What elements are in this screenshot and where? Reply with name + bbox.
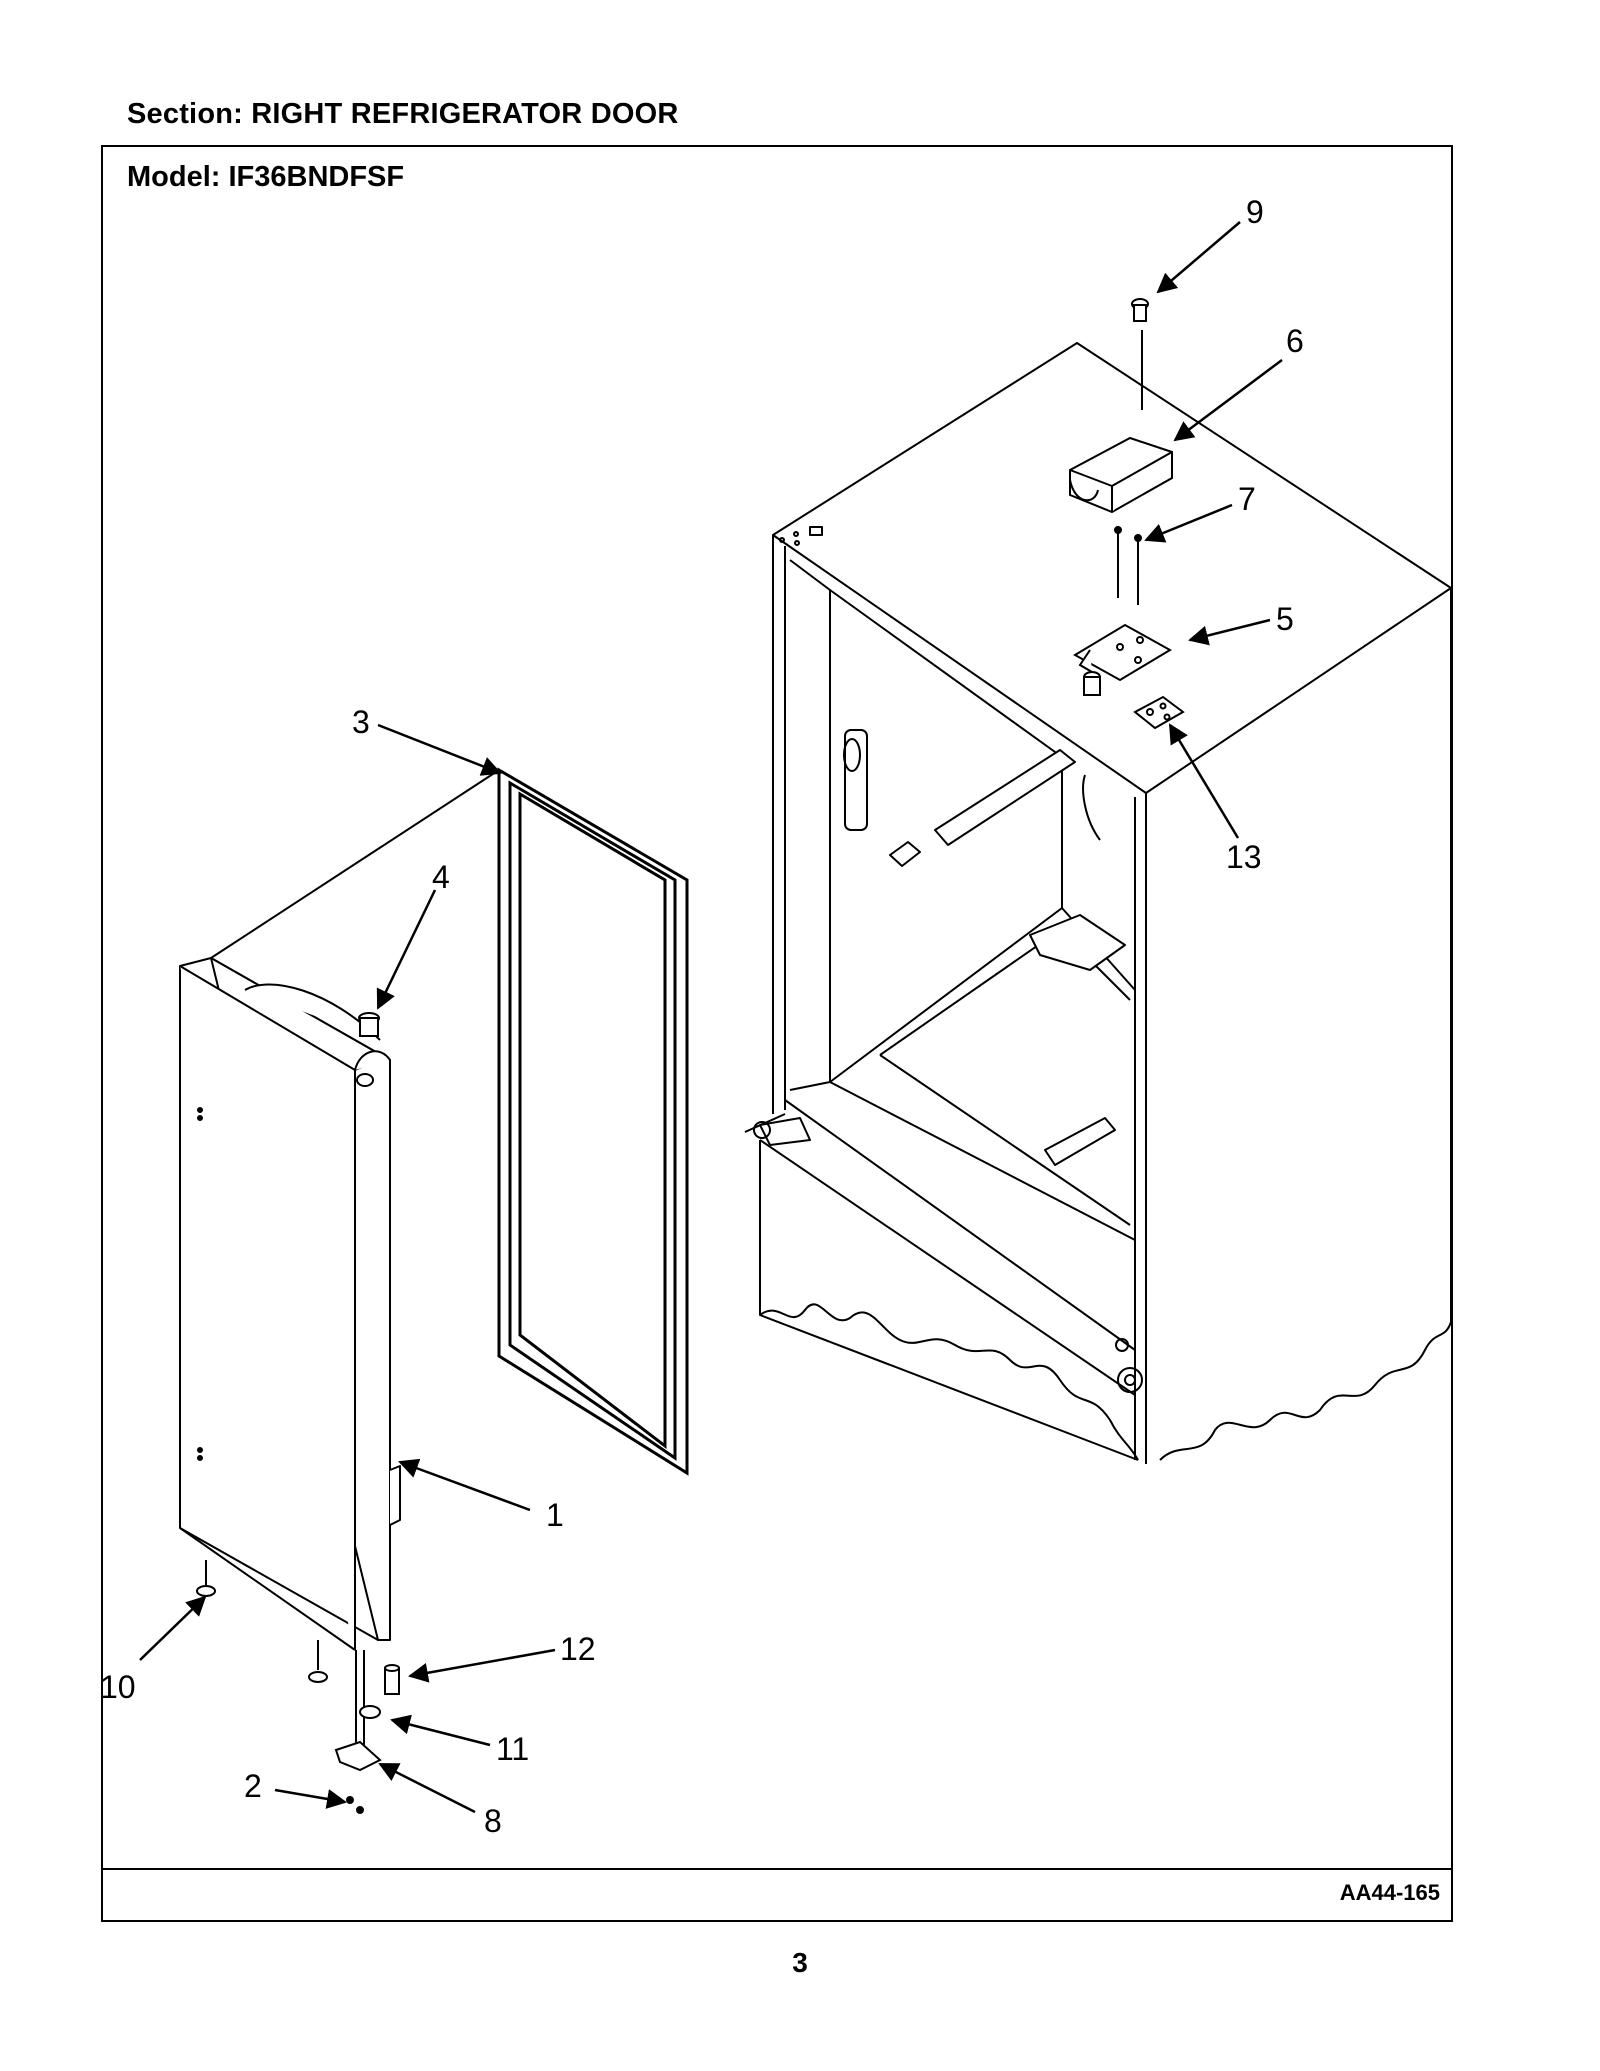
callout-4: 4 [432, 859, 450, 895]
callout-9: 9 [1246, 194, 1264, 230]
bottom-hinge-parts [196, 1560, 400, 1814]
top-hinge [1073, 623, 1172, 696]
section-title: Section: RIGHT REFRIGERATOR DOOR [127, 98, 679, 130]
hinge-shim [1133, 695, 1185, 730]
page-number: 3 [792, 1947, 808, 1978]
door-gasket [497, 767, 689, 1476]
callout-3: 3 [352, 704, 370, 740]
footer-divider [101, 1868, 1453, 1870]
callout-1: 1 [546, 1497, 564, 1533]
callout-10: 10 [100, 1669, 136, 1705]
callout-6: 6 [1286, 323, 1304, 359]
hinge-screw [1131, 298, 1149, 410]
refrigerator-door [179, 957, 401, 1651]
model-title: Model: IF36BNDFSF [127, 161, 405, 193]
callout-arrows [139, 221, 1283, 1814]
callout-5: 5 [1276, 601, 1294, 637]
callout-8: 8 [484, 1803, 502, 1839]
drawing-id: AA44-165 [1339, 1880, 1440, 1905]
callout-2: 2 [244, 1768, 262, 1804]
callout-13: 13 [1226, 839, 1262, 875]
top-hinge-cover [1069, 436, 1173, 514]
callout-11: 11 [496, 1731, 529, 1767]
hinge-plug-top [358, 1012, 380, 1037]
hinge-screws [1114, 526, 1142, 605]
callout-12: 12 [560, 1631, 596, 1667]
callout-7: 7 [1238, 481, 1256, 517]
refrigerator-cabinet [744, 342, 1452, 1464]
